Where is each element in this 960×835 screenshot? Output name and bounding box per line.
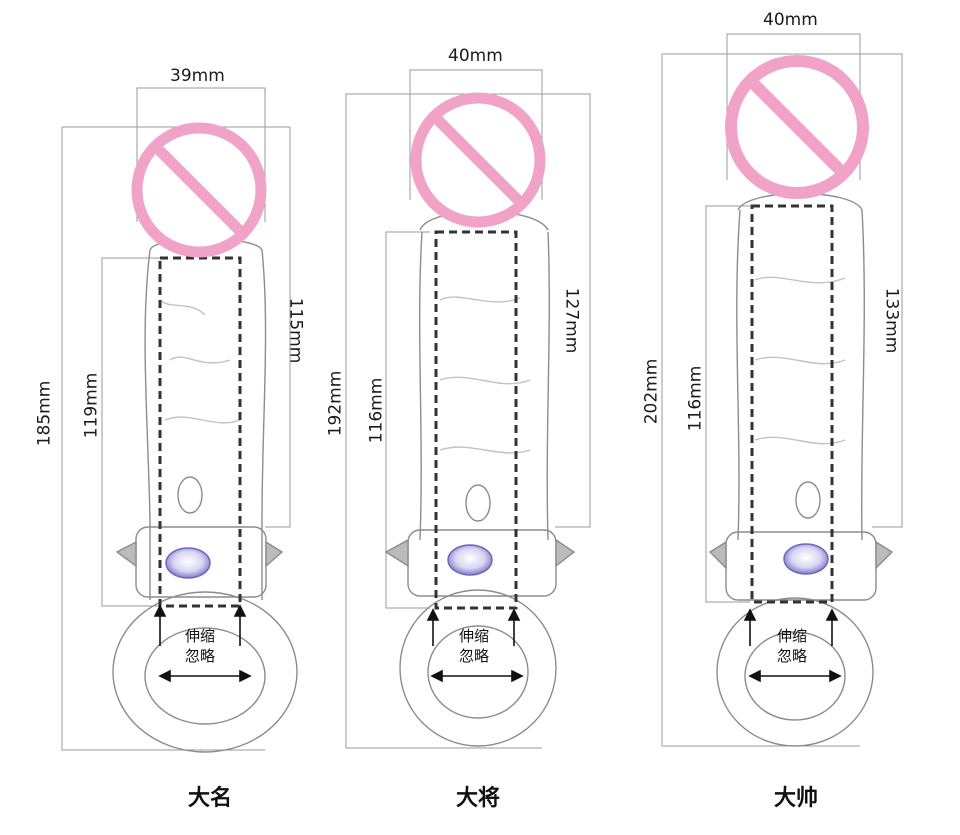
product-2-shaft-length-label: 127mm [561, 287, 582, 354]
product-2-total-length-label: 192mm [325, 370, 346, 437]
product-3-note: 伸缩 忽略 [764, 626, 820, 666]
product-3-censor-icon [725, 55, 869, 199]
product-1-note-line1: 伸缩 [184, 627, 215, 645]
product-1-inner-length-label: 119mm [81, 372, 102, 439]
product-2-note: 伸缩 忽略 [446, 626, 502, 666]
product-1-censor-icon [131, 122, 267, 258]
product-2-note-line2: 忽略 [458, 647, 489, 665]
product-1-arrows [153, 604, 252, 683]
product-2-inner-length-label: 116mm [366, 377, 387, 444]
product-3-drawing [661, 33, 903, 747]
product-2-arrows [426, 608, 524, 683]
product-3-inner-length-label: 116mm [685, 365, 706, 432]
product-1-note-line2: 忽略 [184, 647, 215, 665]
product-3-total-length-label: 202mm [641, 358, 662, 425]
product-1-width-label: 39mm [170, 66, 225, 86]
product-1-body [112, 238, 298, 753]
product-3-button [783, 543, 829, 575]
product-2-note-line1: 伸缩 [458, 627, 489, 645]
product-2-width-label: 40mm [448, 46, 503, 66]
product-1-button [165, 547, 211, 579]
product-1-shaft-length-label: 115mm [285, 297, 306, 364]
product-2-drawing [345, 69, 591, 749]
product-1-note: 伸缩 忽略 [172, 626, 228, 666]
product-2-name: 大将 [455, 786, 500, 811]
product-3-shaft-length-label: 133mm [881, 287, 902, 354]
product-3-width-label: 40mm [763, 10, 818, 30]
product-3-note-line2: 忽略 [776, 647, 807, 665]
product-3-note-line1: 伸缩 [776, 627, 807, 645]
product-2-censor-icon [410, 92, 546, 228]
product-2-button [447, 544, 493, 576]
product-2-body [384, 210, 576, 747]
product-1-name: 大名 [187, 786, 232, 811]
product-1-total-length-label: 185mm [34, 380, 55, 447]
product-1-drawing [61, 87, 298, 753]
product-3-name: 大帅 [773, 786, 818, 811]
product-3-arrows [743, 608, 842, 683]
